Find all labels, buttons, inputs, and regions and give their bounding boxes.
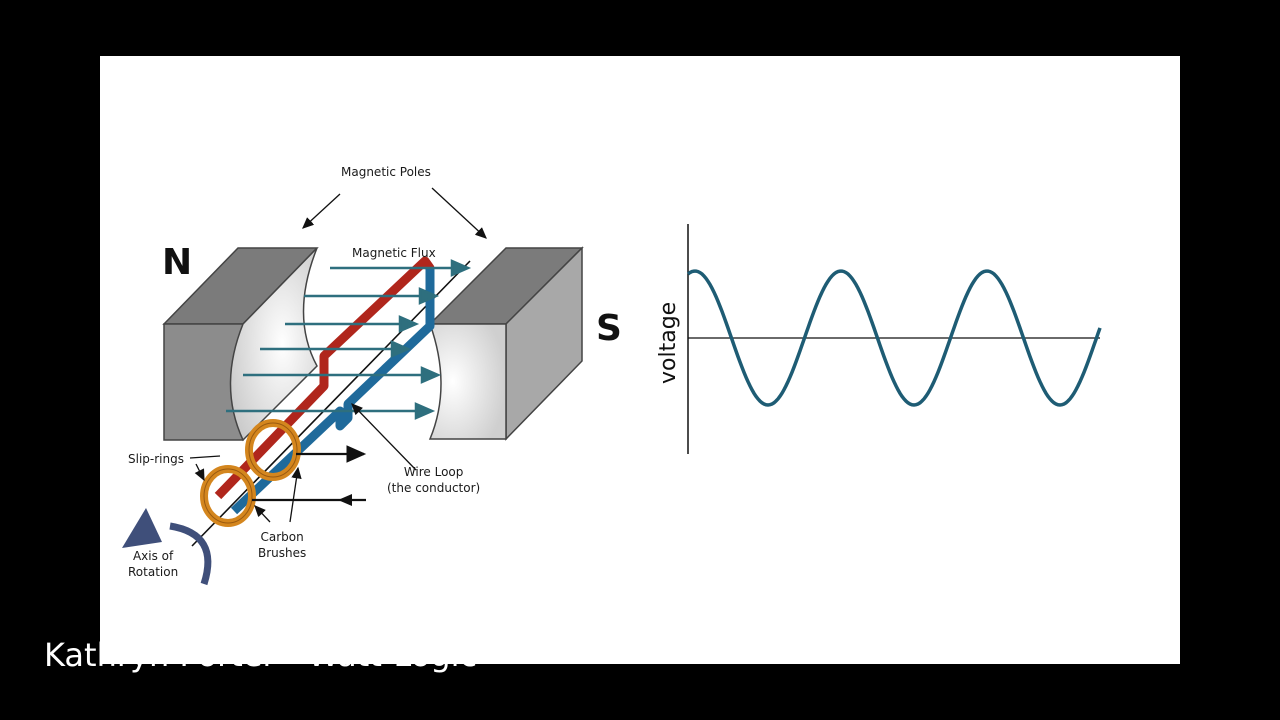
axis-of-rotation-label: Axis of Rotation: [128, 548, 178, 580]
wire-loop-line2: (the conductor): [387, 481, 481, 495]
slip-rings: [200, 419, 301, 527]
axis-line1: Axis of: [132, 549, 174, 563]
carbon-brushes-line1: Carbon: [260, 530, 304, 544]
axis-line2: Rotation: [128, 565, 179, 579]
wire-loop-label: Wire Loop (the conductor): [387, 464, 480, 496]
north-pole-label: N: [162, 242, 193, 283]
voltage-graph: [686, 224, 1102, 454]
magnetic-poles-label: Magnetic Poles: [341, 165, 431, 179]
south-magnet: [428, 246, 584, 441]
wire-loop-line1: Wire Loop: [403, 465, 464, 479]
watermark-caption: Kathryn Porter - Watt-Logic: [44, 636, 478, 674]
voltage-axis-label: voltage: [656, 301, 681, 384]
carbon-brushes-line2: Brushes: [258, 546, 307, 560]
magnetic-flux-label: Magnetic Flux: [352, 246, 436, 260]
brush-arrowhead-bottom: [338, 494, 352, 506]
north-magnet: [162, 247, 319, 442]
curved-arrow-icon: [122, 508, 212, 586]
voltage-wave: [686, 269, 1102, 407]
rotation-axis: [191, 260, 471, 547]
carbon-brushes-label: Carbon Brushes: [258, 529, 306, 561]
slip-rings-label: Slip-rings: [128, 452, 184, 466]
flux-arrows: [226, 259, 472, 420]
generator-diagram: [122, 187, 1102, 586]
south-pole-label: S: [596, 308, 622, 349]
slide: Magnetic Poles Magnetic Flux N S Slip-ri…: [100, 56, 1180, 664]
leader-lines: [189, 187, 487, 523]
